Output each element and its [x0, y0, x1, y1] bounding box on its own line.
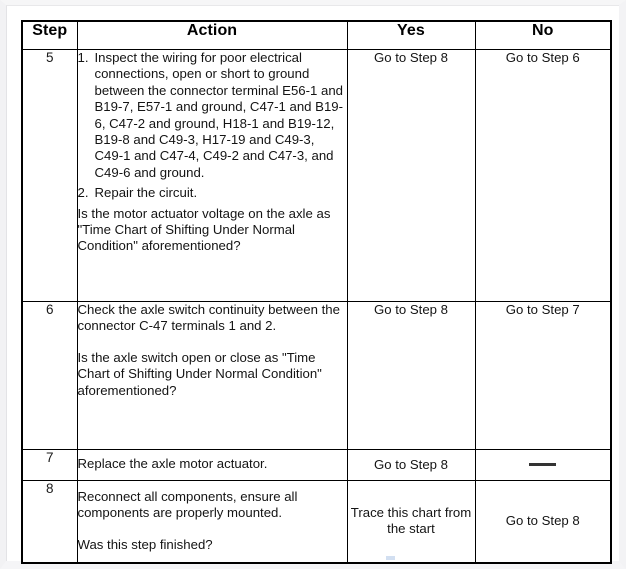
step-number-cell: 5: [21, 49, 78, 302]
table-header: Step Action Yes No: [21, 20, 612, 50]
action-question: Is the motor actuator voltage on the axl…: [77, 205, 331, 254]
action-cell: 1. Inspect the wiring for poor electrica…: [76, 49, 348, 302]
list-marker: 1.: [77, 50, 89, 65]
no-result-cell: Go to Step 8: [474, 480, 612, 563]
table-row: 8 Reconnect all components, ensure all c…: [21, 480, 612, 563]
action-question: Is the axle switch open or close as "Tim…: [77, 349, 322, 398]
paragraph-gap: [78, 335, 347, 350]
action-block-list: 1. Inspect the wiring for poor electrica…: [78, 50, 347, 255]
table-row: 5 1. Inspect the wiring for poor electri…: [21, 49, 612, 302]
diagnostic-table-container: Step Action Yes No 5 1.: [21, 20, 612, 564]
step-number-cell: 7: [21, 449, 78, 481]
no-result-cell: [474, 449, 612, 481]
yes-result-cell: Go to Step 8: [346, 301, 476, 450]
yes-result-cell: Go to Step 8: [346, 49, 476, 302]
action-cell: Reconnect all components, ensure all com…: [76, 480, 348, 563]
action-text: Replace the axle motor actuator.: [77, 456, 268, 471]
table-body: 5 1. Inspect the wiring for poor electri…: [21, 49, 612, 563]
no-result-cell: Go to Step 7: [474, 301, 612, 450]
action-text: Check the axle switch continuity between…: [77, 302, 340, 334]
table-row: 6 Check the axle switch continuity betwe…: [21, 301, 612, 450]
action-text: Inspect the wiring for poor electrical c…: [94, 50, 344, 180]
document-sheet: Step Action Yes No 5 1.: [6, 5, 619, 564]
action-numbered-item: 1. Inspect the wiring for poor electrica…: [78, 50, 347, 181]
action-text: Repair the circuit.: [94, 185, 198, 201]
step-number-cell: 6: [21, 301, 78, 450]
page-artifact-mark: [386, 556, 395, 560]
column-header-step: Step: [21, 20, 78, 50]
yes-result-cell: Trace this chart from the start: [346, 480, 476, 563]
action-cell: Replace the axle motor actuator.: [76, 449, 348, 481]
action-text: Reconnect all components, ensure all com…: [77, 489, 298, 521]
no-result-dash-icon: [529, 463, 557, 466]
yes-result-cell: Go to Step 8: [346, 449, 476, 481]
action-cell: Check the axle switch continuity between…: [76, 301, 348, 450]
no-result-cell: Go to Step 6: [474, 49, 612, 302]
action-numbered-item: 2. Repair the circuit.: [78, 185, 347, 201]
diagnostic-steps-table: Step Action Yes No 5 1.: [21, 20, 612, 564]
step-number-cell: 8: [21, 480, 78, 563]
action-question: Was this step finished?: [77, 536, 213, 552]
paragraph-gap: [78, 522, 347, 537]
column-header-action: Action: [76, 20, 348, 50]
table-row: 7 Replace the axle motor actuator. Go to…: [21, 449, 612, 481]
table-header-row: Step Action Yes No: [21, 20, 612, 50]
list-marker: 2.: [77, 185, 89, 201]
column-header-yes: Yes: [346, 20, 476, 50]
column-header-no: No: [474, 20, 612, 50]
